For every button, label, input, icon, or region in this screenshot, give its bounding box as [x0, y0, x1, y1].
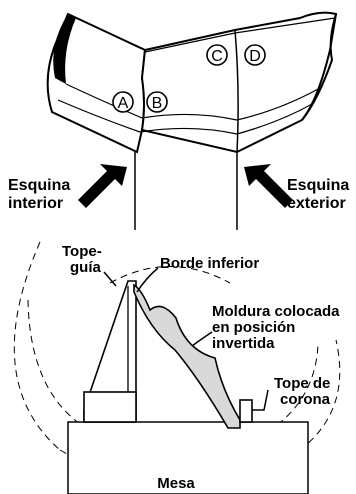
fence-guide-label-line2: guía: [70, 259, 101, 276]
inside-corner-label-line2: interior: [8, 195, 63, 212]
crown-stop-block: [239, 399, 253, 423]
inside-corner-label-line1: Esquina: [8, 177, 70, 194]
outside-corner-label-line2: exterior: [287, 195, 346, 212]
fence-guide-leader: [103, 271, 117, 287]
molding-profile-line: [75, 17, 146, 51]
marker-d: D: [244, 44, 266, 66]
marker-d-label: D: [249, 48, 261, 65]
marker-c-label: C: [211, 48, 223, 65]
miter-saw-setup-illustration: Tope- guía Borde inferior Moldura coloca…: [13, 241, 341, 494]
molding-profile-line: [57, 99, 141, 133]
molding-profile-line: [141, 87, 321, 121]
marker-a-label: A: [118, 95, 129, 112]
crown-stop-label-line1: Tope de: [274, 375, 330, 392]
molding-label-line2: en posición: [212, 319, 295, 336]
bottom-edge-label: Borde inferior: [160, 255, 259, 272]
molding-label-line1: Moldura colocada: [212, 303, 340, 320]
fence-guide-label-line1: Tope-: [62, 243, 102, 260]
molding-crown-edge: [301, 13, 337, 121]
molding-profile-line: [144, 17, 336, 53]
marker-a: A: [112, 91, 134, 113]
molding-label-line3: invertida: [212, 335, 275, 352]
marker-b: B: [146, 91, 168, 113]
molding-profile-line: [139, 103, 313, 135]
outside-corner-arrow-icon: [244, 164, 293, 208]
inside-corner-arrow-icon: [78, 164, 127, 208]
blade-arc-inner: [109, 266, 231, 284]
molding-end-cap: [53, 14, 76, 84]
saw-table: [67, 421, 309, 494]
marker-b-label: B: [152, 95, 163, 112]
saw-fence-base: [83, 391, 137, 423]
bottom-edge-leader: [136, 267, 159, 293]
molding-leader: [191, 331, 213, 347]
molding-piece-right: [140, 11, 338, 154]
corner-molding-illustration: A B C D Esquina interior Esquina exterio…: [8, 11, 349, 230]
inverted-crown-molding: [133, 283, 241, 429]
outside-corner-label-line1: Esquina: [287, 177, 349, 194]
miter-seam-outside: [234, 29, 239, 153]
molding-profile-line: [65, 83, 143, 119]
marker-c: C: [206, 44, 228, 66]
crown-stop-leader: [252, 389, 269, 411]
table-label: Mesa: [157, 475, 195, 492]
crown-stop-label-line2: corona: [280, 391, 331, 408]
